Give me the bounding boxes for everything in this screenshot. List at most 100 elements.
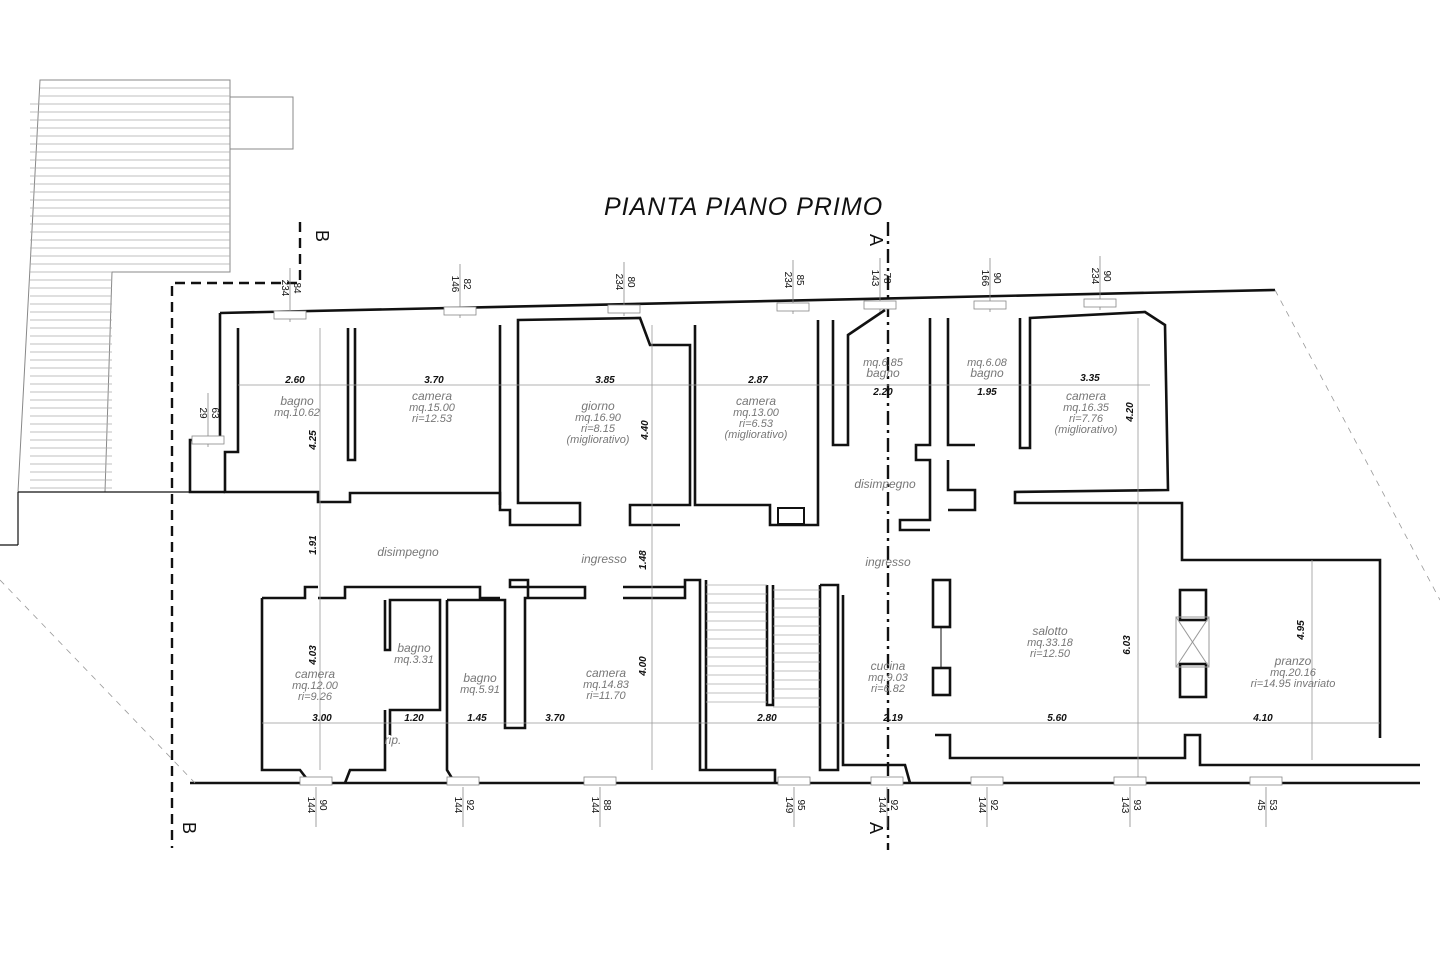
room-area: mq.14.83 bbox=[583, 679, 630, 691]
section-marker-b-bottom: B bbox=[179, 822, 199, 834]
room-label: ingresso bbox=[581, 552, 627, 566]
room-ri: ri=8.15 bbox=[581, 423, 616, 435]
room-name: ingresso bbox=[581, 552, 627, 566]
section-marker-a-bottom: A bbox=[866, 822, 886, 834]
section-line-b: B B bbox=[170, 222, 332, 848]
section-line-a: A A bbox=[866, 222, 890, 850]
room-label: disimpegno bbox=[854, 477, 916, 491]
dimension-label: 5.60 bbox=[1047, 713, 1067, 724]
room-name: bagno bbox=[397, 641, 431, 655]
dimension-label: 4.10 bbox=[1252, 713, 1273, 724]
window-width: 88 bbox=[601, 799, 612, 811]
room-area: mq.6.08 bbox=[967, 357, 1008, 369]
room-ri: ri=6.53 bbox=[739, 418, 774, 430]
window-height: 45 bbox=[1255, 799, 1266, 811]
walls bbox=[0, 288, 1440, 785]
dimension-lines bbox=[238, 318, 1380, 780]
room-area: mq.3.31 bbox=[394, 654, 434, 666]
room-area: mq.15.00 bbox=[409, 402, 456, 414]
window-height: 144 bbox=[452, 797, 463, 814]
room-note: (migliorativo) bbox=[1055, 424, 1118, 436]
room-note: (migliorativo) bbox=[725, 429, 788, 441]
room-area: mq.12.00 bbox=[292, 680, 339, 692]
window-height: 143 bbox=[1119, 797, 1130, 814]
room-ri: ri=6.82 bbox=[871, 683, 905, 695]
room-name: disimpegno bbox=[377, 545, 439, 559]
window-width: 90 bbox=[317, 799, 328, 811]
room-name: salotto bbox=[1032, 624, 1068, 638]
window-height: 146 bbox=[449, 276, 460, 293]
room-label: disimpegno bbox=[377, 545, 439, 559]
window-height: 143 bbox=[869, 270, 880, 287]
window-height: 144 bbox=[305, 797, 316, 814]
section-marker-a-top: A bbox=[866, 234, 886, 246]
room-name: bagno bbox=[970, 366, 1004, 380]
dimension-label: 3.70 bbox=[424, 375, 444, 386]
window-height: 144 bbox=[876, 797, 887, 814]
dimension-label: 2.87 bbox=[747, 375, 768, 386]
room-note: (migliorativo) bbox=[567, 434, 630, 446]
window-width: 90 bbox=[991, 272, 1002, 284]
room-name: rip. bbox=[385, 733, 402, 747]
window-height: 144 bbox=[976, 797, 987, 814]
window-width: 80 bbox=[625, 276, 636, 288]
room-area: mq.6.85 bbox=[863, 357, 904, 369]
dimension-label: 3.70 bbox=[545, 713, 565, 724]
window-width: 92 bbox=[464, 799, 475, 811]
dimension-label: 2.20 bbox=[872, 387, 893, 398]
window-width: 93 bbox=[1131, 799, 1142, 811]
window-width: 92 bbox=[988, 799, 999, 811]
room-name: disimpegno bbox=[854, 477, 916, 491]
dimension-label: 4.20 bbox=[1125, 402, 1136, 423]
room-label: rip. bbox=[385, 733, 402, 747]
dimension-label: 1.45 bbox=[467, 713, 487, 724]
staircase bbox=[706, 584, 820, 708]
window-height: 234 bbox=[782, 272, 793, 289]
room-name: bagno bbox=[866, 366, 900, 380]
window-height: 234 bbox=[1089, 268, 1100, 285]
window-height: 144 bbox=[589, 797, 600, 814]
window-height: 149 bbox=[783, 797, 794, 814]
room-ri: ri=9.26 bbox=[298, 691, 333, 703]
dimension-label: 4.95 bbox=[1296, 620, 1307, 641]
room-name: camera bbox=[295, 667, 335, 681]
room-ri: ri=12.53 bbox=[412, 413, 453, 425]
room-area: mq.9.03 bbox=[868, 672, 909, 684]
dimension-label: 4.03 bbox=[308, 645, 319, 666]
dimension-label: 6.03 bbox=[1122, 635, 1133, 655]
dimension-label: 1.95 bbox=[977, 387, 997, 398]
room-name: ingresso bbox=[865, 555, 911, 569]
dimension-label: 4.25 bbox=[308, 430, 319, 451]
room-ri: ri=7.76 bbox=[1069, 413, 1104, 425]
dimension-label: 4.40 bbox=[640, 420, 651, 441]
dimension-label: 2.80 bbox=[756, 713, 777, 724]
room-area: mq.13.00 bbox=[733, 407, 780, 419]
room-name: camera bbox=[412, 389, 452, 403]
window-width: 85 bbox=[794, 274, 805, 286]
window-width: 78 bbox=[881, 272, 892, 284]
